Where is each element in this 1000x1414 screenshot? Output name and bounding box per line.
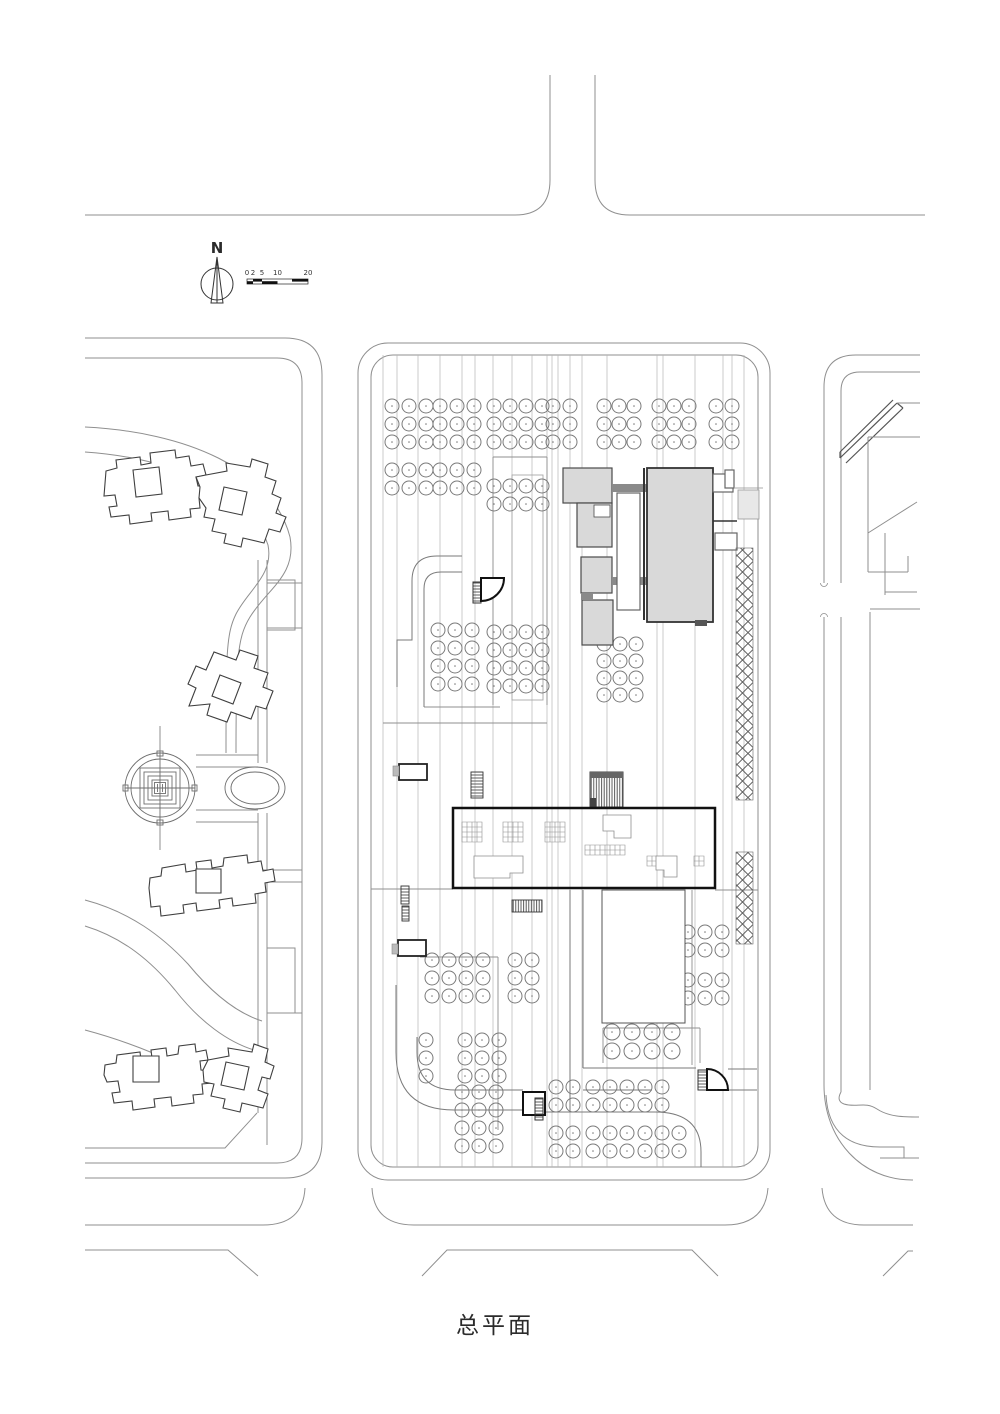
residential-buildings [103,449,287,1113]
gate-south [522,1091,546,1121]
ramp-diagonal [839,399,904,464]
main-gray-building [646,467,714,623]
landscape-path [838,1091,920,1118]
north-arrow: N [200,239,234,304]
central-block-border [357,342,771,1181]
building-fragment [867,437,918,595]
trellis-strips [735,547,754,945]
gray-building [581,599,614,646]
stair [400,885,410,905]
gates [472,577,730,1121]
left-residential-block [84,426,302,1149]
stair [401,905,410,922]
scale-tick: 10 [273,269,282,277]
footpath [257,560,268,1145]
tree-planting [384,398,740,1159]
stair [511,899,543,913]
bottom-road [85,1187,306,1226]
gate-west [472,577,506,604]
scale-tick: 0 [245,269,249,277]
central-site-block [371,355,763,1167]
annex-building [601,889,686,1024]
courtyard-wing [616,492,641,611]
fountain-plaza [122,750,198,826]
right-block [825,399,920,1159]
gate-east [697,1067,730,1091]
road-network [85,75,925,1277]
internal-drives [395,555,757,1167]
scale-tick: 5 [260,269,264,277]
drawing-title: 总平面 [456,1313,534,1339]
roof-objects [473,814,678,879]
road-bay [266,947,296,1014]
plot-lines [371,456,758,1130]
oval-pond [224,766,286,810]
north-needle-icon [210,256,224,304]
service-structures [391,763,543,957]
gray-building [562,467,613,504]
scale-tick: 2 [251,269,255,277]
skylight-grids [461,821,705,867]
north-label: N [211,239,224,257]
ramp [589,771,624,808]
lake-shore [84,899,263,1022]
main-hall [451,806,717,890]
right-block-border [823,354,920,1181]
scale-bar: 0 2 5 10 20 [245,269,313,285]
stair [470,771,484,799]
road-bay [266,579,296,631]
top-road [85,75,551,216]
gray-building [580,556,613,594]
left-block-border [85,337,323,1179]
scale-tick: 20 [304,269,313,277]
museum-buildings [562,467,763,646]
